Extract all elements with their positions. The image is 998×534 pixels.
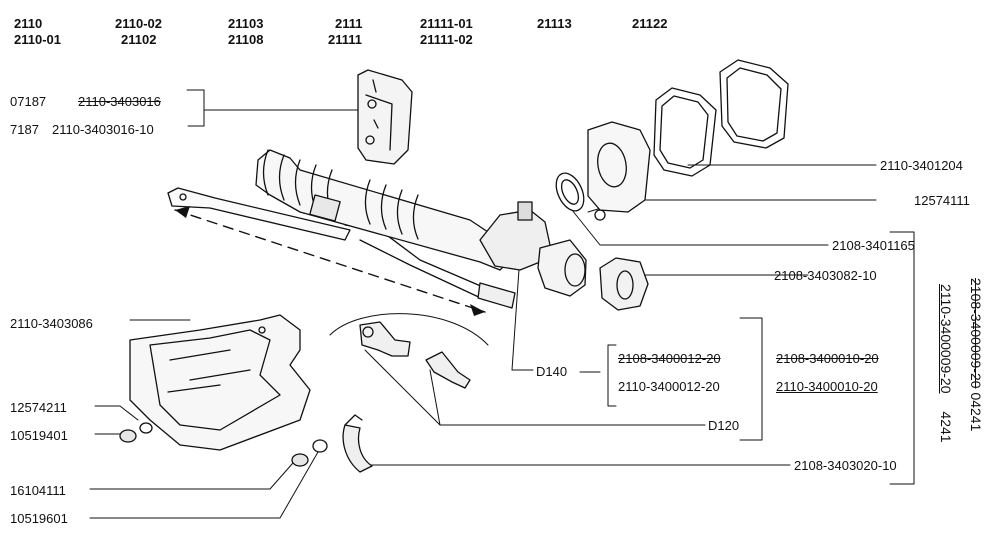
- clamp: [342, 414, 373, 473]
- bracket-alt-code-2: 7187: [10, 122, 39, 137]
- rack-part-number-old: 2108-3400012-20: [618, 351, 721, 366]
- d140-label: D140: [536, 364, 568, 379]
- nut-3-part-number: 10519601: [10, 511, 68, 526]
- vertical-label: 2110-3400009-20 4241: [938, 284, 954, 443]
- rack-part-number: 2110-3400012-20: [618, 379, 720, 394]
- fasteners: [119, 422, 328, 467]
- header-col-3-line-1: 21103: [228, 16, 264, 31]
- tie-rod-end: [359, 321, 471, 389]
- pinion-housing: [479, 201, 587, 297]
- header-col-2-line-1: 2110-02: [115, 16, 162, 31]
- rack-boot: [599, 257, 649, 311]
- header-col-2-line-2: 21102: [121, 32, 157, 47]
- header-col-3-line-2: 21108: [228, 32, 264, 47]
- header-col-5-line-1: 21111-01: [420, 16, 473, 31]
- mounting-bracket: [357, 69, 413, 165]
- bracket-part-number: 2110-3403016-10: [52, 122, 154, 137]
- cover-plate: [587, 121, 651, 221]
- seal-ring: [555, 172, 585, 212]
- gaskets: [653, 59, 789, 177]
- seal-part-number: 2108-3401165: [832, 238, 915, 253]
- washer-2-part-number: 16104111: [10, 483, 66, 498]
- clamp-part-number: 2108-3403020-10: [794, 458, 897, 473]
- nut-2-part-number: 10519401: [10, 428, 68, 443]
- heat-shield: [129, 314, 311, 451]
- leader-lines: [89, 89, 915, 519]
- vertical-part-number-old: 2108-3400009-20: [968, 278, 984, 389]
- direction-arrow: [174, 209, 486, 313]
- header-col-5-line-2: 21111-02: [420, 32, 473, 47]
- gasket-part-number: 2110-3401204: [880, 158, 963, 173]
- assembly-part-number: 2110-3400010-20: [776, 379, 878, 394]
- tie-rods: [167, 187, 516, 309]
- vertical-label-old: 2108-3400009-20 04241: [968, 278, 984, 431]
- header-col-4-line-2: 21111: [328, 32, 362, 47]
- header-col-1-line-2: 2110-01: [14, 32, 61, 47]
- vertical-code-2: 4241: [938, 411, 954, 443]
- bracket-part-number-old: 2110-3403016: [78, 94, 161, 109]
- header-col-1-line-1: 2110: [14, 16, 43, 31]
- boot-part-number: 2108-3403082-10: [774, 268, 877, 283]
- shield-part-number: 2110-3403086: [10, 316, 93, 331]
- header-col-6-line-1: 21113: [537, 16, 572, 31]
- header-col-4-line-1: 2111: [335, 16, 363, 31]
- assembly-part-number-old: 2108-3400010-20: [776, 351, 879, 366]
- vertical-part-number: 2110-3400009-20: [938, 284, 954, 394]
- washer-part-number: 12574211: [10, 400, 67, 415]
- d120-label: D120: [708, 418, 740, 433]
- bracket-alt-code: 07187: [10, 94, 47, 109]
- nut-part-number: 12574111: [914, 193, 970, 208]
- header-col-7-line-1: 21122: [632, 16, 668, 31]
- vertical-code: 04241: [968, 392, 984, 432]
